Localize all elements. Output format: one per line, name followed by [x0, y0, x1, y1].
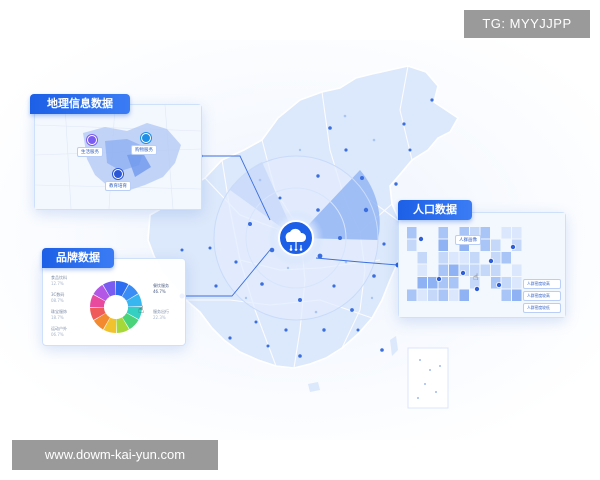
donut-segment [93, 313, 110, 330]
geo-label-life: 生活服务 [77, 147, 103, 157]
legend-item: 人群密度较低 [523, 303, 561, 313]
population-cell [491, 239, 501, 251]
geo-pin-2[interactable] [141, 133, 151, 143]
population-cell [459, 252, 469, 264]
population-cell [449, 277, 459, 289]
donut-segment [90, 294, 106, 307]
legend-item: 人群密度较高 [523, 279, 561, 289]
population-cell [438, 264, 448, 276]
brand-data-card: 食品饮料 12.7% 3C数码 08.7% 珠宝服饰 18.7% 运动户外 06… [42, 258, 186, 346]
watermark-bottom: www.dowm-kai-yun.com [12, 440, 218, 470]
brand-donut [90, 281, 142, 333]
donut-segment [126, 294, 142, 307]
population-cell [438, 289, 448, 301]
population-cell [512, 289, 522, 301]
population-cell [449, 264, 459, 276]
brand-labels-right: 餐饮服务 46.7% 服务出行 22.3% [153, 283, 183, 335]
donut-segment [126, 307, 142, 320]
brand-label: 服务出行 22.3% [153, 309, 169, 320]
population-cell [501, 277, 511, 289]
island-hainan [308, 382, 320, 392]
geo-label-shopping: 购物服务 [131, 145, 157, 155]
population-cell [407, 289, 417, 301]
donut-segment [90, 307, 106, 320]
population-cell [491, 252, 501, 264]
cloud-network-icon [278, 220, 314, 256]
population-cell [459, 264, 469, 276]
island-taiwan [390, 336, 398, 356]
watermark-top: TG: MYYJJPP [464, 10, 590, 38]
population-cell [438, 277, 448, 289]
population-cell [501, 227, 511, 239]
brand-panel-title: 品牌数据 [42, 248, 114, 268]
population-cell [491, 277, 501, 289]
population-cell [512, 277, 522, 289]
population-cell [512, 264, 522, 276]
population-cell [480, 239, 490, 251]
population-cell [417, 264, 427, 276]
donut-segment [116, 317, 129, 333]
person-icon [496, 282, 503, 289]
donut-segment [103, 281, 116, 297]
population-cell [470, 277, 480, 289]
donut-segment [122, 313, 139, 330]
geo-label-edu: 教育培育 [105, 181, 131, 191]
geo-mini-map [34, 104, 202, 210]
hand-cursor-icon: ☝ [473, 273, 479, 283]
brand-label: 运动户外 06.7% [51, 326, 67, 337]
brand-label: 3C数码 08.7% [51, 292, 65, 303]
person-icon [460, 270, 467, 277]
donut-segment [122, 284, 139, 301]
population-cell [417, 252, 427, 264]
person-icon [417, 235, 424, 242]
donut-segment [93, 284, 110, 301]
population-cell [459, 289, 469, 301]
geo-pin-1[interactable] [87, 135, 97, 145]
population-cell [470, 252, 480, 264]
brand-label: 珠宝服饰 18.7% [51, 309, 67, 320]
population-cell [417, 277, 427, 289]
population-cell [407, 239, 417, 251]
geo-data-card: 生活服务 购物服务 教育培育 [34, 104, 202, 210]
geo-panel-title: 地理信息数据 [30, 94, 130, 114]
geo-pin-3[interactable] [113, 169, 123, 179]
population-cell [428, 289, 438, 301]
population-cell [501, 289, 511, 301]
brand-labels-left: 食品饮料 12.7% 3C数码 08.7% 珠宝服饰 18.7% 运动户外 06… [51, 275, 85, 343]
population-cell [428, 277, 438, 289]
population-cell [512, 227, 522, 239]
population-cell [512, 239, 522, 251]
population-cell [449, 289, 459, 301]
brand-label: 食品饮料 12.7% [51, 275, 67, 286]
donut-segment [103, 317, 116, 333]
person-icon [436, 276, 443, 283]
population-cell [407, 227, 417, 239]
population-cell [470, 264, 480, 276]
donut-segment [116, 281, 129, 297]
population-cell [480, 227, 490, 239]
brand-label: 餐饮服务 46.7% [153, 283, 169, 294]
south-sea-minimap [407, 347, 449, 409]
population-legend: 人群密度较高 人群密度较高 人群密度较低 [523, 279, 561, 313]
population-cell [459, 239, 469, 251]
population-cell [417, 289, 427, 301]
population-cell [491, 264, 501, 276]
person-icon [474, 286, 481, 293]
population-tooltip: 人群画像 [455, 235, 481, 245]
population-cell [480, 264, 490, 276]
population-cell [501, 252, 511, 264]
legend-item: 人群密度较高 [523, 291, 561, 301]
population-cell [449, 252, 459, 264]
population-panel-title: 人口数据 [398, 200, 472, 220]
population-cell [438, 227, 448, 239]
population-cell [459, 227, 469, 239]
hand-cursor-icon: ☝ [138, 305, 145, 316]
population-cell [438, 239, 448, 251]
population-cell [438, 252, 448, 264]
population-cell [470, 227, 480, 239]
person-icon [510, 243, 517, 250]
population-data-card: 人群画像 ☝ 人群密度较高 人群密度较高 人群密度较低 [398, 212, 566, 318]
person-icon [488, 258, 495, 265]
